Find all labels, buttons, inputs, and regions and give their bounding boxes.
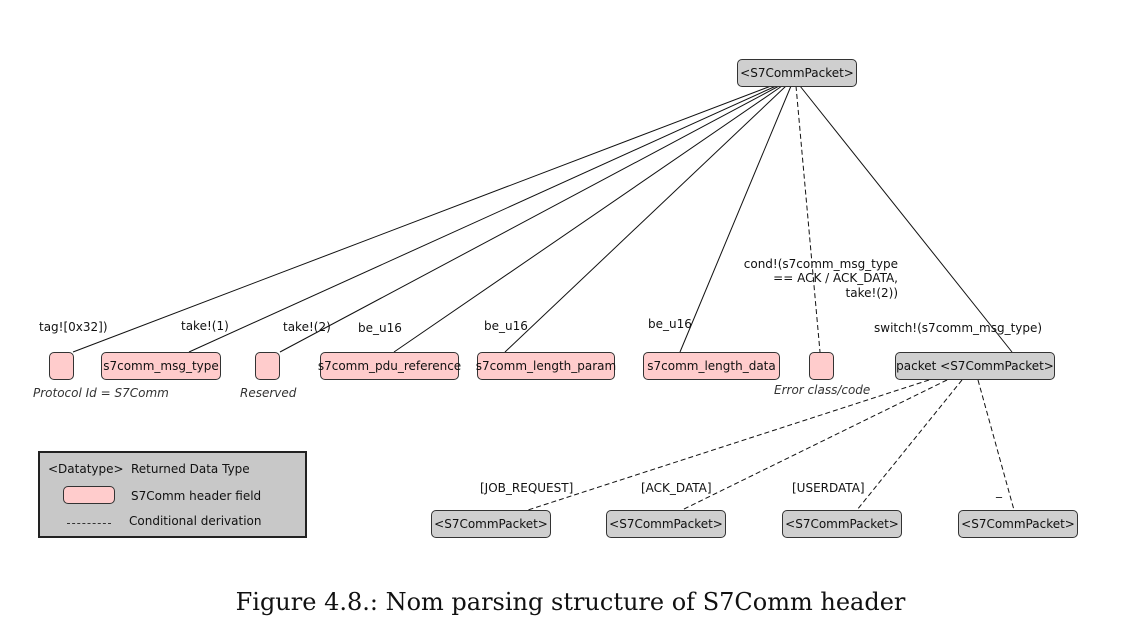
legend-datatype-key: <Datatype>: [48, 462, 124, 476]
legend-field-desc: S7Comm header field: [131, 489, 262, 503]
branch-userdata-node: <S7CommPacket>: [782, 510, 902, 538]
legend: <Datatype> Returned Data Type S7Comm hea…: [38, 451, 307, 538]
field-reserved-node: [255, 352, 280, 380]
edge-default: [977, 379, 1015, 511]
figure-caption: Figure 4.8.: Nom parsing structure of S7…: [235, 588, 906, 616]
field-pdu-reference-node: s7comm_pdu_reference: [318, 352, 461, 380]
note-protocol-id: Protocol Id = S7Comm: [33, 386, 169, 400]
edge-label-userdata: [USERDATA]: [792, 481, 865, 495]
edge-userdata: [856, 379, 963, 511]
branch-ack-data-node: <S7CommPacket>: [606, 510, 726, 538]
note-reserved: Reserved: [240, 386, 297, 400]
edge-length-param: [504, 85, 787, 353]
edge-length-data: [679, 85, 792, 353]
note-error-class: Error class/code: [774, 383, 871, 397]
edge-job-request: [527, 379, 930, 511]
edge-pdu-reference: [393, 85, 783, 353]
legend-datatype-desc: Returned Data Type: [131, 462, 250, 476]
edge-tag: [72, 85, 772, 353]
edge-label-msg-type: take!(1): [181, 319, 229, 333]
field-length-param-node: s7comm_length_param: [476, 352, 616, 380]
edge-label-tag: tag![0x32]): [39, 320, 108, 334]
edge-label-default: _: [996, 484, 1002, 498]
field-packet-node: packet <S7CommPacket>: [895, 352, 1055, 380]
root-node: <S7CommPacket>: [737, 59, 857, 87]
edge-label-packet: switch!(s7comm_msg_type): [874, 321, 1043, 335]
edge-label-length-param: be_u16: [484, 319, 528, 333]
edge-label-pdu-reference: be_u16: [358, 321, 402, 335]
edge-error-class: [795, 85, 821, 353]
legend-dashed-line: [67, 523, 111, 524]
edge-label-error-class-line2: == ACK / ACK_DATA,: [773, 271, 898, 286]
branch-job-request-node: <S7CommPacket>: [431, 510, 551, 538]
edge-label-error-class: cond!(s7comm_msg_type == ACK / ACK_DATA,…: [741, 257, 898, 300]
legend-field-swatch: [63, 486, 115, 504]
field-msg-type-node: s7comm_msg_type: [101, 352, 221, 380]
edge-label-error-class-line3: take!(2)): [845, 285, 898, 300]
branch-default-node: <S7CommPacket>: [958, 510, 1078, 538]
edge-msg-type: [188, 85, 777, 353]
edge-packet: [799, 85, 1013, 353]
edge-reserved: [279, 85, 780, 353]
legend-conditional-desc: Conditional derivation: [129, 514, 262, 528]
edge-label-job-request: [JOB_REQUEST]: [480, 481, 574, 495]
edge-label-ack-data: [ACK_DATA]: [641, 481, 712, 495]
edge-label-length-data: be_u16: [648, 317, 692, 331]
field-error-class-node: [809, 352, 834, 380]
edge-label-error-class-line1: cond!(s7comm_msg_type: [743, 257, 898, 271]
field-length-data-node: s7comm_length_data: [643, 352, 780, 380]
edge-label-reserved: take!(2): [283, 320, 331, 334]
edge-ack-data: [681, 379, 948, 511]
field-tag-node: [49, 352, 74, 380]
